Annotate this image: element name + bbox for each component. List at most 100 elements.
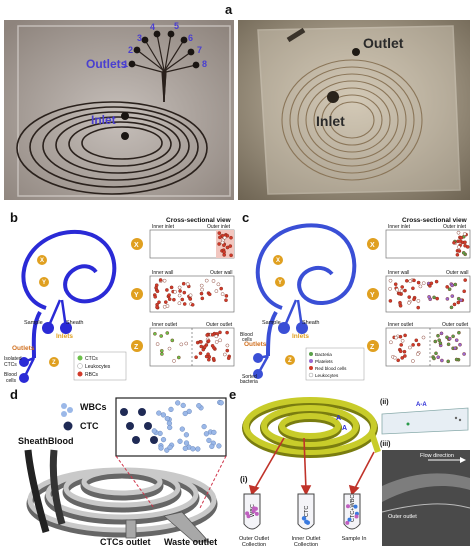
bacteria-label: bacteria [240, 379, 258, 384]
cell-particle [456, 300, 461, 305]
cell-particle [219, 286, 223, 291]
cell-particle [165, 288, 169, 292]
marker-letter: X [276, 258, 280, 264]
cell-particle [217, 242, 221, 246]
waste-outlet-channel [163, 511, 210, 543]
cell-particle [461, 251, 466, 255]
cell-particle [156, 410, 162, 416]
cell-particle [180, 402, 186, 409]
outlet-label-right: Outlet [363, 35, 404, 51]
cell-particle [214, 334, 219, 339]
caption-sample: Sample In [342, 536, 367, 542]
cell-particle [398, 334, 403, 339]
blood-label-b: Blood [4, 372, 17, 378]
panel-a-left-photo: Outlets Inlet 1 2 3 4 5 6 7 8 [4, 20, 234, 200]
micrograph [382, 450, 470, 546]
x-outer-c: Outer inlet [443, 224, 467, 230]
cell-particle [452, 240, 456, 245]
marker-x-c [273, 255, 283, 265]
left-chip-drawing: Outlets Inlet 1 2 3 4 5 6 7 8 [4, 20, 234, 200]
legend-item: Bacteria [315, 352, 332, 357]
ctc-label: CTC [80, 421, 99, 431]
cell-particle [346, 504, 350, 509]
marker-letter: Z [134, 344, 139, 351]
cell-particle [198, 351, 203, 356]
outlet-number: 6 [188, 33, 193, 43]
cell-particle [445, 297, 450, 301]
cell-particle [449, 305, 454, 310]
isolated-label: Isolated [4, 356, 22, 362]
outlets-label-c: Outlets [244, 341, 267, 348]
cell-particle [456, 296, 461, 301]
cell-particle [169, 285, 174, 290]
a-mark-1: A [336, 415, 341, 422]
cell-particle [188, 293, 193, 298]
cell-particle [155, 305, 159, 309]
cell-particle [179, 426, 185, 432]
marker-z-b [49, 357, 59, 367]
outlets-label: Outlets [86, 57, 128, 71]
panel-d-letter: d [10, 387, 18, 402]
cell-particle [206, 437, 212, 444]
caption-inner: Inner Outlet [292, 536, 321, 542]
cell-particle [458, 342, 462, 347]
cell-particle [434, 351, 438, 356]
cell-particle [436, 333, 440, 338]
cell-particle [353, 504, 358, 509]
panel-e-diagram: A A (i) WBC CTC CTC+WBC Outer Outlet Col… [239, 397, 471, 548]
x-inner-b: Inner inlet [152, 224, 175, 230]
outer-outlet-label: Outer outlet [388, 514, 417, 520]
cell-particle [301, 516, 307, 521]
outlet-number: 1 [123, 59, 128, 69]
spiral-channel [16, 101, 208, 195]
cell-particle [432, 356, 436, 361]
x-inner-c: Inner inlet [388, 224, 411, 230]
cell-particle [435, 296, 439, 301]
cell-particle [155, 289, 160, 294]
blood-label-c: Blood [240, 332, 253, 338]
inlets-label-c: Inlets [292, 333, 309, 340]
marker-x-b [37, 255, 47, 265]
outlet-hole-right [352, 48, 360, 56]
outlet-number: 7 [197, 45, 202, 55]
cell-particle [245, 511, 250, 516]
cell-particle [177, 301, 182, 305]
cell-particle [345, 520, 350, 525]
outlets-label-b: Outlets [12, 345, 35, 352]
waste-outlet-label: Waste outlet [164, 537, 217, 547]
panel-d-diagram: Sheath Blood WBCs CTC CTCs outlet Waste … [18, 397, 227, 547]
sorted-label: Sorted [242, 374, 257, 380]
cell-particle [153, 295, 157, 299]
cell-particle [158, 445, 164, 451]
aa-section [381, 407, 469, 435]
cell-particle [203, 431, 210, 437]
cell-particle [408, 279, 412, 283]
cell-particle [388, 278, 393, 283]
cell-particle [200, 296, 205, 301]
cell-particle [202, 345, 207, 349]
label-iii: (iii) [380, 441, 391, 448]
cell-particle [453, 346, 457, 351]
cell-particle [229, 253, 233, 258]
cell-particle [206, 357, 211, 362]
label-ii: (ii) [380, 399, 389, 406]
cell-particle [168, 406, 174, 413]
cell-particle [165, 331, 170, 335]
cell-particle [398, 304, 403, 308]
cell-particle [132, 436, 140, 444]
cell-particle [211, 429, 217, 436]
cell-particle [177, 438, 183, 444]
cell-particle [184, 341, 188, 346]
cell-particle [465, 245, 470, 249]
cell-particle [218, 235, 222, 240]
cell-particle [403, 354, 407, 358]
cell-particle [462, 232, 467, 236]
cell-particle [163, 300, 168, 304]
section-y-b: Y Inner wall Outer wall [131, 270, 235, 313]
cell-particle [397, 291, 402, 296]
cell-particle [209, 443, 215, 450]
marker-letter: Z [288, 358, 292, 364]
marker-letter: X [370, 242, 375, 249]
legend-item: Leukocytes [85, 364, 111, 370]
cell-particle [411, 359, 415, 363]
